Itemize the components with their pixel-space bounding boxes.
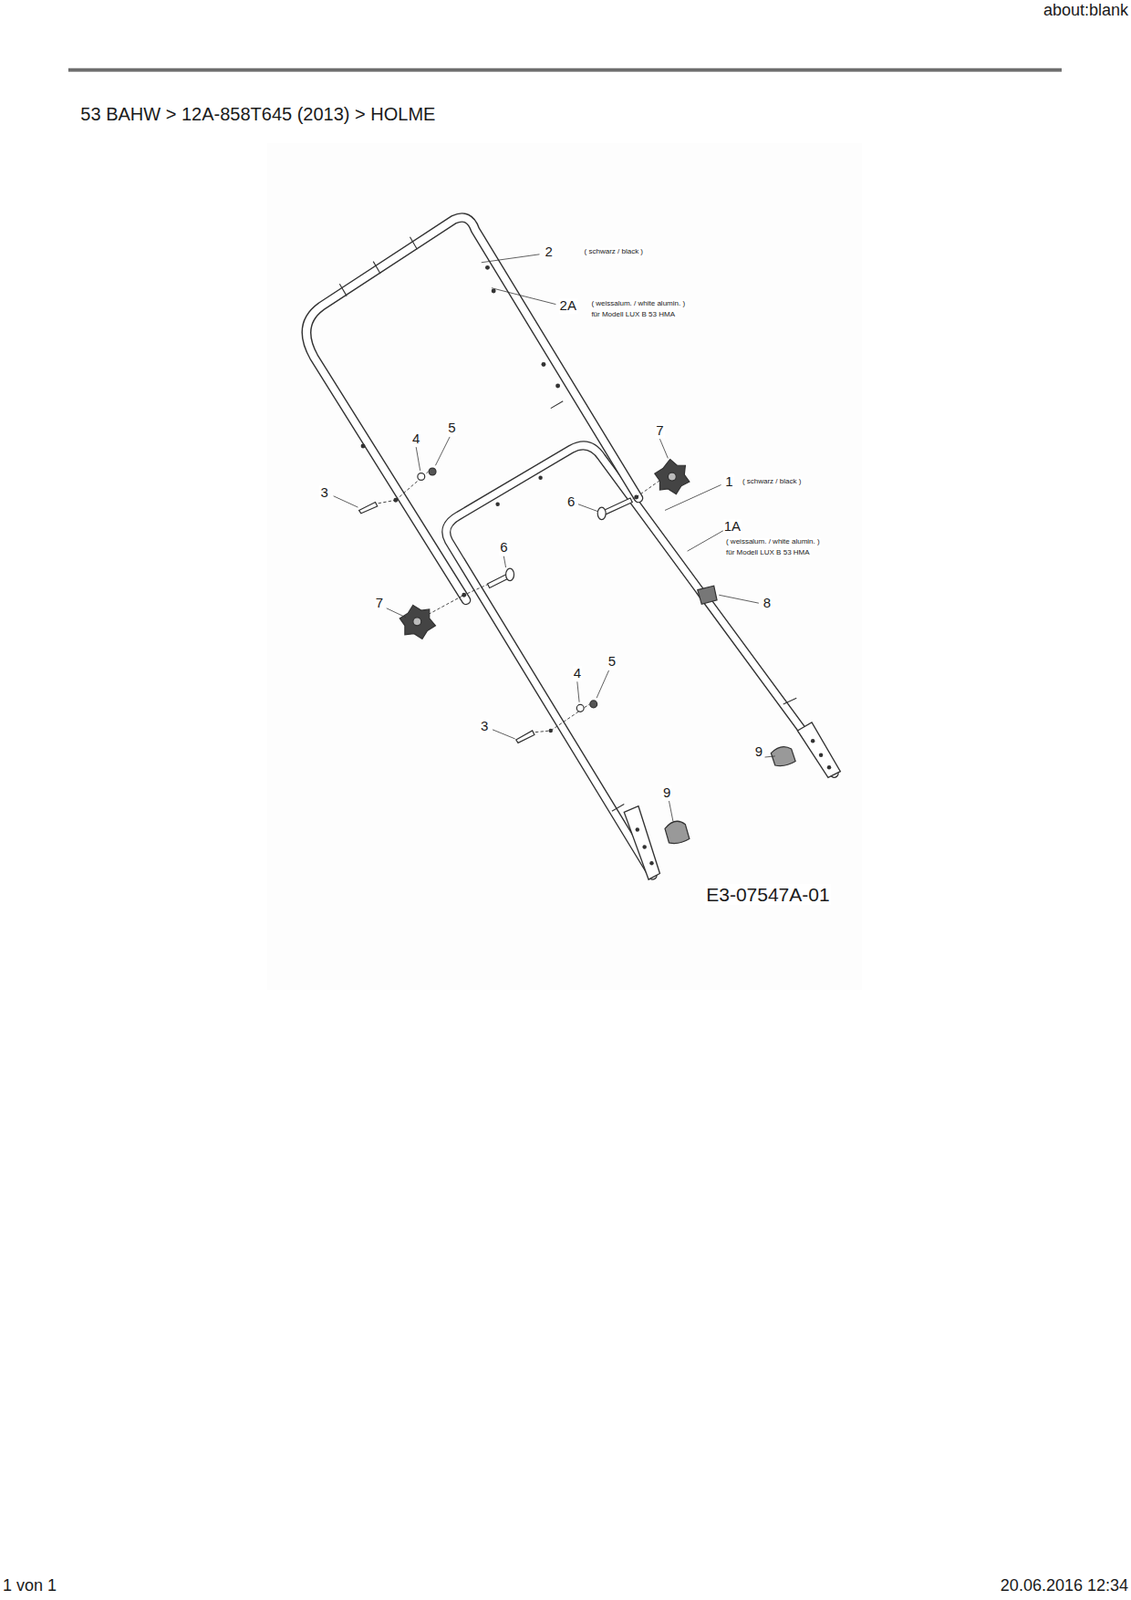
- carriage-bolt: [603, 498, 633, 515]
- callout-number: 2: [543, 244, 553, 260]
- washer: [417, 473, 426, 481]
- callout-number: 6: [498, 539, 509, 556]
- drawing-number: E3-07547A-01: [705, 883, 831, 905]
- breadcrumb-title: 53 BAHW > 12A-858T645 (2013) > HOLME: [80, 103, 436, 125]
- callout-number: 4: [572, 665, 582, 682]
- header-rule: [68, 68, 1062, 73]
- callout-number: 5: [446, 420, 457, 436]
- colour-note: ( schwarz / black ): [583, 248, 644, 257]
- upper-handle-inner: [306, 217, 639, 601]
- colour-note: ( weissalum. / white alumin. ): [590, 300, 686, 309]
- callout-number: 3: [319, 485, 329, 501]
- model-note: für Modell LUX B 53 HMA: [590, 311, 676, 320]
- callout-number: 6: [566, 494, 576, 510]
- callout-number: 1: [724, 474, 734, 490]
- callout-number: 1A: [723, 518, 742, 535]
- print-timestamp: 20.06.2016 12:34: [1000, 1577, 1129, 1596]
- callout-number: 4: [411, 431, 421, 447]
- clip: [697, 585, 717, 604]
- washer: [576, 704, 584, 712]
- screw: [359, 502, 378, 514]
- callout-number: 9: [662, 785, 672, 801]
- nut: [590, 700, 598, 708]
- callout-number: 7: [374, 595, 384, 612]
- colour-note: ( weissalum. / white alumin. ): [725, 538, 821, 547]
- bracket: [664, 820, 690, 843]
- callout-number: 7: [654, 423, 665, 439]
- colour-note: ( schwarz / black ): [741, 477, 802, 487]
- page-counter: 1 von 1: [2, 1577, 57, 1596]
- upper-handle: [306, 217, 639, 601]
- callout-number: 3: [479, 718, 489, 735]
- callout-number: 5: [607, 653, 617, 670]
- figure-ground: [267, 143, 862, 990]
- callout-number: 9: [754, 744, 764, 760]
- model-note: für Modell LUX B 53 HMA: [725, 549, 811, 558]
- callout-number: 2A: [559, 298, 578, 314]
- callout-number: 8: [762, 595, 772, 612]
- handle-end: [797, 722, 841, 778]
- star-knob: [654, 459, 690, 495]
- handle-end: [623, 806, 660, 881]
- browser-header: about:blank: [1043, 1, 1129, 21]
- screw: [516, 730, 535, 743]
- nut: [428, 467, 436, 476]
- star-knob: [399, 604, 436, 639]
